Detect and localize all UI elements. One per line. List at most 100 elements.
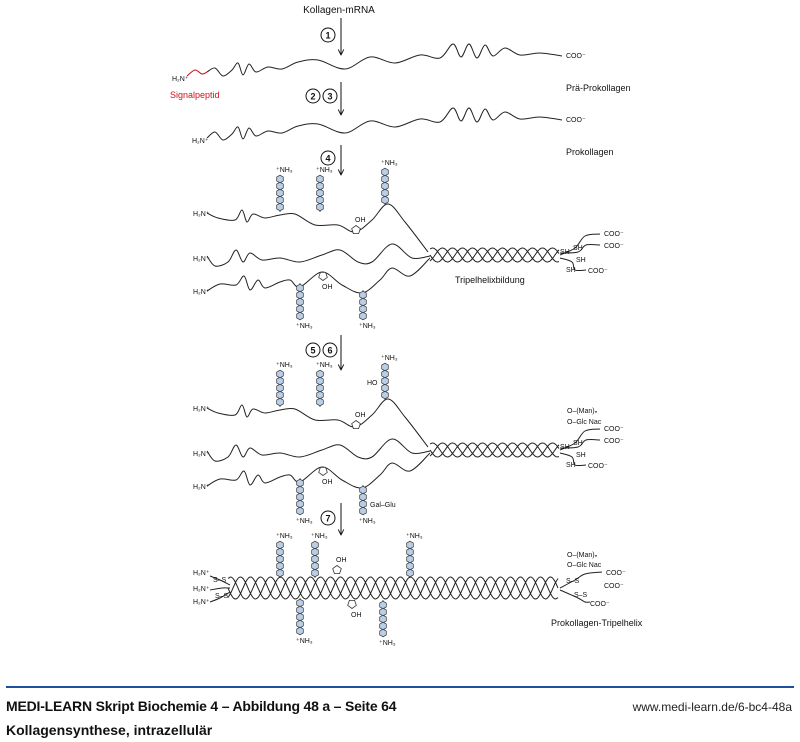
nh3-label: ⁺NH₃ xyxy=(381,160,398,167)
n-terminal-chain xyxy=(209,587,231,591)
c-terminal-chain xyxy=(559,243,601,254)
step-number: 2 xyxy=(310,92,315,102)
sugar-hexagon-icon xyxy=(276,390,284,400)
oh-label: OH xyxy=(355,412,366,419)
footer-subtitle: Kollagensynthese, intrazellulär xyxy=(6,722,213,738)
sugar-hexagon-icon xyxy=(381,167,389,177)
c-terminal-chain xyxy=(559,428,601,451)
h2n-label: H₂N⁺ xyxy=(193,289,210,296)
footer-title: MEDI-LEARN Skript Biochemie 4 – Abbildun… xyxy=(6,698,397,714)
sugar-hexagon-icon xyxy=(316,181,324,191)
oh-label: OH xyxy=(355,217,366,224)
step-5-circle xyxy=(305,342,321,358)
procollagen-chain xyxy=(206,398,429,448)
sugar-hexagon-icon xyxy=(316,397,324,407)
sugar-hexagon-icon xyxy=(316,383,324,393)
triple-helix-strand xyxy=(227,576,559,600)
sugar-hexagon-icon xyxy=(359,492,367,502)
sugar-hexagon-icon xyxy=(276,181,284,191)
sugar-hexagon-icon xyxy=(276,383,284,393)
o-glcnac-label: O–Glc Nac xyxy=(567,419,602,426)
sugar-hexagon-icon xyxy=(359,297,367,307)
n-terminal-chain xyxy=(209,591,231,603)
oh-label: OH xyxy=(336,557,347,564)
sugar-hexagon-icon xyxy=(296,619,304,629)
h2n-label: H₂N⁺ xyxy=(193,599,210,606)
sugar-hexagon-icon xyxy=(406,547,414,557)
o-man-label: O–(Man)ₙ xyxy=(567,408,598,415)
coo-label: COO⁻ xyxy=(588,268,608,275)
coo-label: COO⁻ xyxy=(604,583,624,590)
sugar-hexagon-icon xyxy=(406,540,414,550)
nh3-label: ⁺NH₃ xyxy=(316,362,333,369)
sugar-hexagon-icon xyxy=(296,311,304,321)
coo-label: COO⁻ xyxy=(590,601,610,608)
step-number: 4 xyxy=(325,154,330,164)
oh-label: OH xyxy=(351,612,362,619)
ho-label: HO xyxy=(367,380,378,387)
c-terminal-chain xyxy=(559,438,601,449)
sugar-hexagon-icon xyxy=(296,612,304,622)
triple-helix-strand xyxy=(429,247,560,263)
hydroxyproline-ring-icon xyxy=(318,466,328,476)
sugar-hexagon-icon xyxy=(359,311,367,321)
o-man-label: O–(Man)ₙ xyxy=(567,552,598,559)
h2n-label: H₂N⁺ xyxy=(193,570,210,577)
h2n-label: H₂N⁺ xyxy=(193,256,210,263)
coo-label: COO⁻ xyxy=(588,463,608,470)
sugar-hexagon-icon xyxy=(296,626,304,636)
sh-label: SH xyxy=(566,267,576,274)
procollagen-label: Prokollagen xyxy=(566,147,614,157)
nh3-label: ⁺NH₃ xyxy=(296,323,313,330)
sugar-hexagon-icon xyxy=(381,376,389,386)
sugar-hexagon-icon xyxy=(359,499,367,509)
procollagen-chain xyxy=(206,257,431,294)
n-terminal-chain xyxy=(209,575,231,586)
coo-label: COO⁻ xyxy=(604,438,624,445)
sugar-hexagon-icon xyxy=(276,397,284,407)
oh-label: OH xyxy=(322,479,333,486)
step-1-circle xyxy=(320,27,336,43)
c-terminal-chain xyxy=(559,589,591,603)
coo-label: COO⁻ xyxy=(604,426,624,433)
procollagen-chain xyxy=(206,243,431,267)
nh3-label: ⁺NH₃ xyxy=(381,355,398,362)
sugar-hexagon-icon xyxy=(316,376,324,386)
sugar-hexagon-icon xyxy=(276,554,284,564)
nh3-label: ⁺NH₃ xyxy=(316,167,333,174)
hydroxyproline-ring-icon xyxy=(347,600,357,609)
sugar-hexagon-icon xyxy=(311,540,319,550)
nh3-label: ⁺NH₃ xyxy=(311,533,328,540)
procollagen-triple-helix-label: Prokollagen-Tripelhelix xyxy=(551,618,643,628)
step-3-circle xyxy=(322,88,338,104)
sugar-hexagon-icon xyxy=(316,369,324,379)
nh3-label: ⁺NH₃ xyxy=(359,518,376,525)
step-number: 1 xyxy=(325,31,330,41)
sugar-hexagon-icon xyxy=(276,561,284,571)
sugar-hexagon-icon xyxy=(296,605,304,615)
o-glcnac-label: O–Glc Nac xyxy=(567,562,602,569)
step-number: 3 xyxy=(327,92,332,102)
sugar-hexagon-icon xyxy=(296,499,304,509)
procollagen-chain xyxy=(206,203,429,253)
hydroxyproline-ring-icon xyxy=(318,271,328,281)
step-2-circle xyxy=(305,88,321,104)
step-number: 5 xyxy=(310,346,315,356)
h2n-label: H₂N⁺ xyxy=(172,76,189,83)
sh-label: SH xyxy=(573,440,583,447)
c-terminal-chain xyxy=(559,571,603,589)
h2n-label: H₂N⁺ xyxy=(193,451,210,458)
triple-helix-strand xyxy=(227,576,559,600)
sugar-hexagon-icon xyxy=(276,547,284,557)
sugar-hexagon-icon xyxy=(276,174,284,184)
h2n-label: H₂N⁺ xyxy=(192,138,209,145)
hydroxyproline-ring-icon xyxy=(332,565,342,574)
sugar-hexagon-icon xyxy=(359,485,367,495)
triple-helix-strand xyxy=(227,576,559,600)
sugar-hexagon-icon xyxy=(316,390,324,400)
h2n-label: H₂N⁺ xyxy=(193,484,210,491)
coo-label: COO⁻ xyxy=(566,117,586,124)
footer-url: www.medi-learn.de/6-bc4-48a xyxy=(632,700,792,714)
sugar-hexagon-icon xyxy=(276,188,284,198)
coo-label: COO⁻ xyxy=(606,570,626,577)
